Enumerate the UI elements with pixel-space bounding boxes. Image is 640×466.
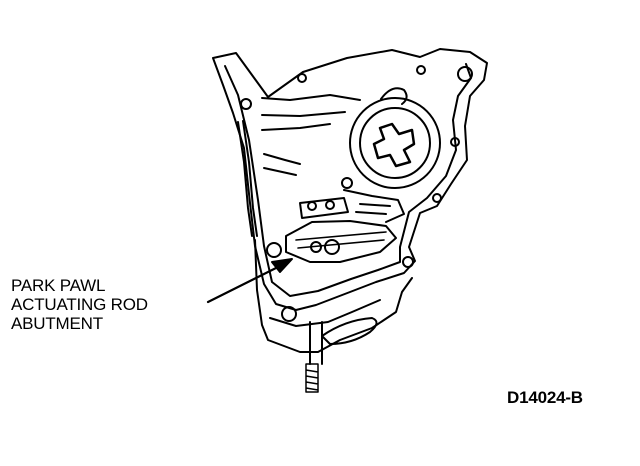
output-boss-inner [359, 107, 431, 179]
park-pawl-callout: PARK PAWL ACTUATING ROD ABUTMENT [11, 276, 148, 333]
abutment-bolt [324, 239, 340, 255]
case-lower-detail [269, 299, 381, 327]
figure-id: D14024-B [507, 388, 583, 407]
flange-slot [237, 120, 258, 237]
abutment-bracket [299, 197, 349, 219]
bolt-hole [402, 256, 414, 268]
shift-shaft-stub [309, 321, 323, 365]
linkage-detail [355, 203, 391, 215]
case-bottom-boss [321, 317, 378, 345]
bolt-hole [432, 193, 442, 203]
abutment-bolt [266, 242, 282, 258]
output-spline [372, 122, 416, 168]
bracket-bolt [325, 200, 335, 210]
callout-arrowhead [271, 258, 293, 273]
boss-neck [380, 87, 408, 105]
case-flange-inner [224, 63, 472, 297]
bolt-hole [240, 98, 252, 110]
callout-line-2: ACTUATING ROD [11, 295, 148, 314]
bolt-hole [297, 73, 307, 83]
bolt-hole [416, 65, 426, 75]
bolt-hole [341, 177, 353, 189]
bolt-hole [281, 306, 297, 322]
valve-body-edge [263, 153, 301, 176]
bolt-hole [450, 137, 460, 147]
case-lower-body [254, 239, 413, 353]
case-flange-outline [212, 48, 488, 311]
shaft-thread [305, 363, 319, 393]
rod-linkage [343, 189, 405, 223]
callout-leader-line [206, 264, 282, 304]
callout-line-1: PARK PAWL [11, 276, 106, 295]
output-boss-outer [349, 97, 441, 189]
valve-body-lines [261, 94, 361, 131]
callout-line-3: ABUTMENT [11, 314, 103, 333]
bolt-hole [457, 66, 473, 82]
bracket-bolt [307, 201, 317, 211]
actuating-rod [295, 231, 387, 249]
abutment-plate [285, 220, 397, 263]
